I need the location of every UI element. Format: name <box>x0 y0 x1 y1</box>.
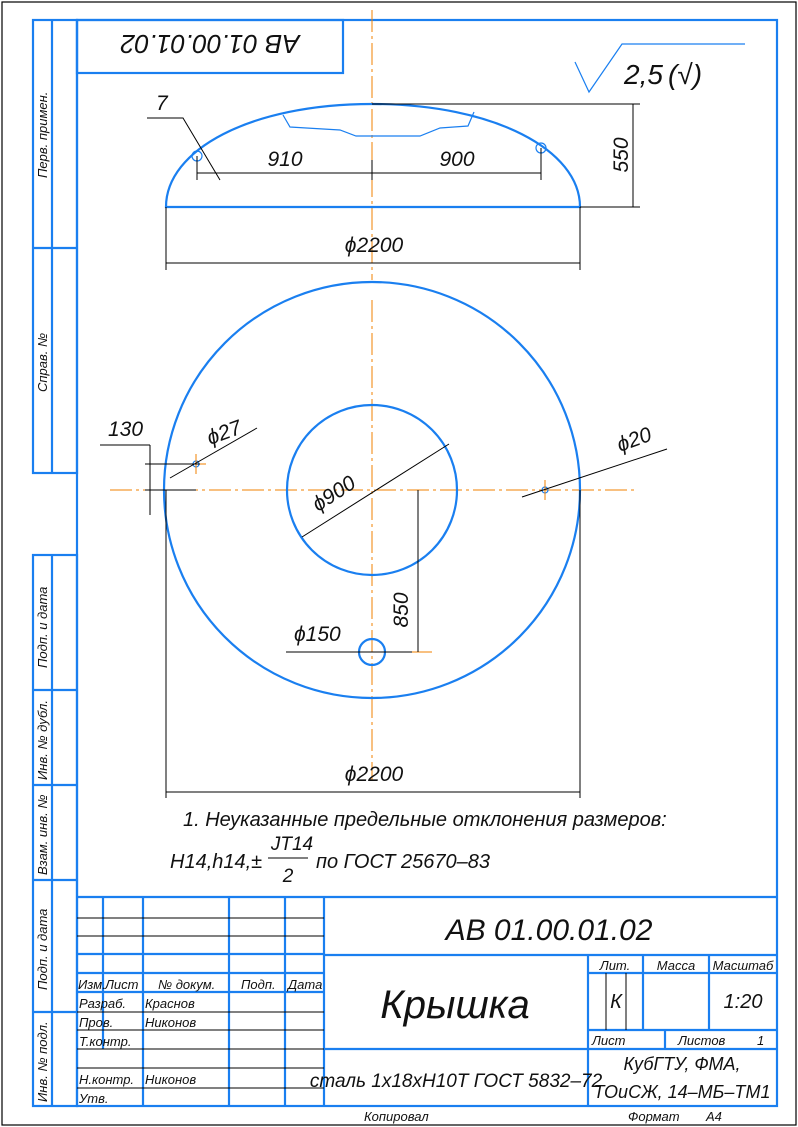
title-block-grid <box>77 895 777 1106</box>
name-nkontr: Никонов <box>145 1072 196 1087</box>
dim-550: 550 <box>610 137 633 172</box>
title-block-org-1: КубГТУ, ФМА, <box>624 1054 741 1074</box>
side-label-podp-data-2: Подп. и дата <box>35 909 50 990</box>
sheets-label: Листов <box>677 1033 726 1048</box>
side-strip-lower <box>31 553 79 1108</box>
lit-value: К <box>610 991 623 1013</box>
side-label-vzam-inv: Взам. инв. № <box>35 795 50 875</box>
title-block-org-2: ТОиСЖ, 14–МБ–ТМ1 <box>593 1082 770 1102</box>
side-label-inv-dubl: Инв. № дубл. <box>35 700 50 780</box>
dim-910: 910 <box>267 148 302 171</box>
format-label: Формат <box>628 1109 680 1124</box>
dim-diameter-27: ϕ27 <box>204 416 246 450</box>
role-prov: Пров. <box>79 1015 113 1030</box>
dim-diameter-20: ϕ20 <box>614 423 655 457</box>
title-block-name: Крышка <box>380 983 530 1027</box>
note-denominator: 2 <box>282 866 294 887</box>
drawing-frame <box>75 18 779 1108</box>
note-suffix: по ГОСТ 25670–83 <box>316 851 490 873</box>
role-utv: Утв. <box>78 1091 109 1106</box>
dim-diameter-150: ϕ150 <box>294 623 341 646</box>
header-list: Лист <box>104 977 139 992</box>
note-line-1: 1. Неуказанные предельные отклонения раз… <box>183 809 667 831</box>
scale-value: 1:20 <box>724 991 763 1013</box>
name-razrab: Краснов <box>145 996 195 1011</box>
title-block-code: AB 01.00.01.02 <box>444 914 653 947</box>
roughness-suffix: (√) <box>668 59 702 90</box>
roughness-value: 2,5 <box>623 59 663 90</box>
dim-130: 130 <box>108 418 143 441</box>
name-prov: Никонов <box>145 1015 196 1030</box>
dim-diameter-2200-plan: ϕ2200 <box>345 763 404 786</box>
mass-label: Масса <box>657 958 695 973</box>
top-view <box>147 10 640 280</box>
roughness-icon <box>574 43 745 94</box>
header-date: Дата <box>286 977 322 992</box>
dim-900: 900 <box>439 148 474 171</box>
dim-850: 850 <box>390 592 413 627</box>
sheet-label: Лист <box>591 1033 626 1048</box>
role-tkontr: Т.контр. <box>79 1034 131 1049</box>
role-nkontr: Н.контр. <box>79 1072 134 1087</box>
dim-diameter-900: ϕ900 <box>308 471 360 516</box>
dim-diameter-2200-top: ϕ2200 <box>345 234 404 257</box>
side-label-podp-data-1: Подп. и дата <box>35 587 50 668</box>
header-sign: Подп. <box>241 977 276 992</box>
scale-label: Масштаб <box>713 958 774 973</box>
header-doc: № докум. <box>158 977 215 992</box>
rotated-stamp-code: AB 01.00.01.02 <box>120 29 302 59</box>
side-strip-upper <box>31 18 79 475</box>
copied-label: Копировал <box>364 1109 429 1124</box>
side-label-sprav-no: Справ. № <box>35 333 50 392</box>
side-label-perv-primen: Перв. примен. <box>35 92 50 178</box>
sheets-value: 1 <box>757 1033 764 1048</box>
dim-leader-7: 7 <box>156 92 169 115</box>
plan-view <box>100 280 668 798</box>
role-razrab: Разраб. <box>79 996 126 1011</box>
lit-label: Лит. <box>599 958 630 973</box>
note-numerator: JT14 <box>270 834 313 855</box>
header-izm: Изм. <box>78 977 106 992</box>
format-value: А4 <box>705 1109 722 1124</box>
rotated-stamp-box <box>75 18 345 75</box>
side-label-inv-podl: Инв. № подл. <box>35 1021 50 1102</box>
title-block-material: сталь 1х18хН10Т ГОСТ 5832–72 <box>310 1071 603 1092</box>
note-prefix: H14,h14,± <box>170 851 262 873</box>
